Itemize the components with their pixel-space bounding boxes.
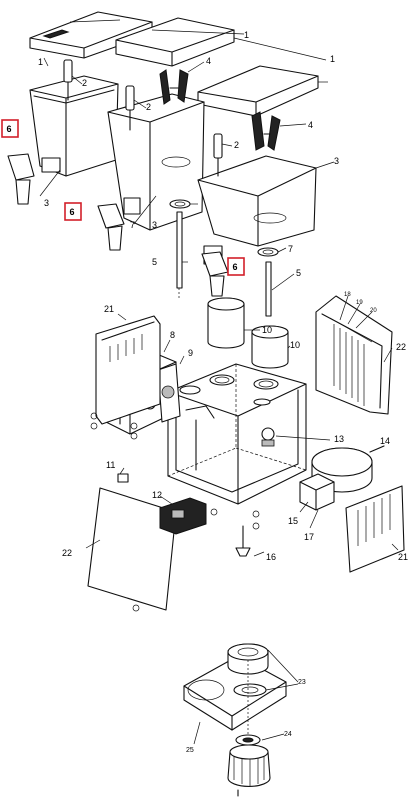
label-1a: 1 [38,57,43,67]
fan-assembly [157,363,181,423]
leader-lines-bottom [193,649,299,745]
seal-right [257,247,279,257]
side-panel-left [95,315,161,425]
label-14: 14 [380,436,390,446]
side-panel-right [345,485,405,573]
tap-right [201,251,229,297]
switch-11 [117,473,129,483]
paddle-middle [159,69,189,105]
svg-text:6: 6 [70,207,75,217]
lid-left [29,11,153,59]
probe-middle [125,85,135,131]
label-23: 23 [298,679,306,686]
label-25: 25 [186,747,194,754]
label-4b: 4 [308,120,313,130]
probe-left [63,59,73,101]
label-9: 9 [188,348,193,358]
label-20: 20 [370,308,377,314]
tap-middle [97,203,125,251]
label-21b: 21 [398,552,408,562]
compressor [311,445,385,493]
label-1c: 1 [330,54,335,64]
front-panel [87,487,177,611]
label-15: 15 [288,516,298,526]
label-12: 12 [152,490,162,500]
svg-text:6: 6 [7,124,12,134]
label-24: 24 [284,731,292,738]
lid-middle [115,17,235,67]
relay-box [299,473,335,511]
label-5b: 5 [296,268,301,278]
label-13: 13 [334,434,344,444]
tap-left [7,153,35,205]
shaft-middle [176,211,183,300]
callout-6-left: 6 [1,119,19,138]
paddle-right [251,111,281,151]
valve-13 [261,427,275,447]
label-22a: 22 [62,548,72,558]
label-2c: 2 [234,140,239,150]
label-10b: 10 [290,340,300,350]
power-module [159,497,207,535]
label-2a: 2 [82,78,87,88]
rear-panel-right [315,295,393,415]
label-3c: 3 [334,156,339,166]
cylinder-right [251,325,289,369]
bowl-left [29,75,119,177]
label-10a: 10 [262,325,272,335]
label-7b: 7 [288,244,293,254]
label-17: 17 [304,532,314,542]
callout-6-middle: 6 [64,202,82,221]
probe-right [213,133,223,177]
label-4a: 4 [206,56,211,66]
label-7a: 7 [130,220,135,230]
label-3b: 3 [152,220,157,230]
motor-assembly [183,643,287,797]
screws [90,412,260,612]
frame [167,363,307,505]
callout-6-right: 6 [227,257,245,276]
label-2b: 2 [146,102,151,112]
leader-lines-top [39,29,335,291]
leader-lines-middle [85,295,399,557]
bowl-right [197,155,317,265]
seal-middle [169,199,191,209]
cylinder-left [207,297,245,349]
label-1b: 1 [244,30,249,40]
bowl-middle [107,93,205,231]
shaft-right [265,261,272,317]
label-3a: 3 [44,198,49,208]
svg-text:6: 6 [233,262,238,272]
label-16: 16 [266,552,276,562]
label-11: 11 [106,460,115,470]
label-18: 18 [344,292,351,298]
label-5a: 5 [152,257,157,267]
label-22b: 22 [396,342,406,352]
lid-right [197,65,319,117]
label-8: 8 [170,330,175,340]
label-21a: 21 [104,304,114,314]
foot-16 [235,525,251,557]
part-labels: 1 1 1 2 2 2 3 3 3 4 4 5 5 7 7 8 9 10 10 … [38,30,408,754]
label-19: 19 [356,300,363,306]
